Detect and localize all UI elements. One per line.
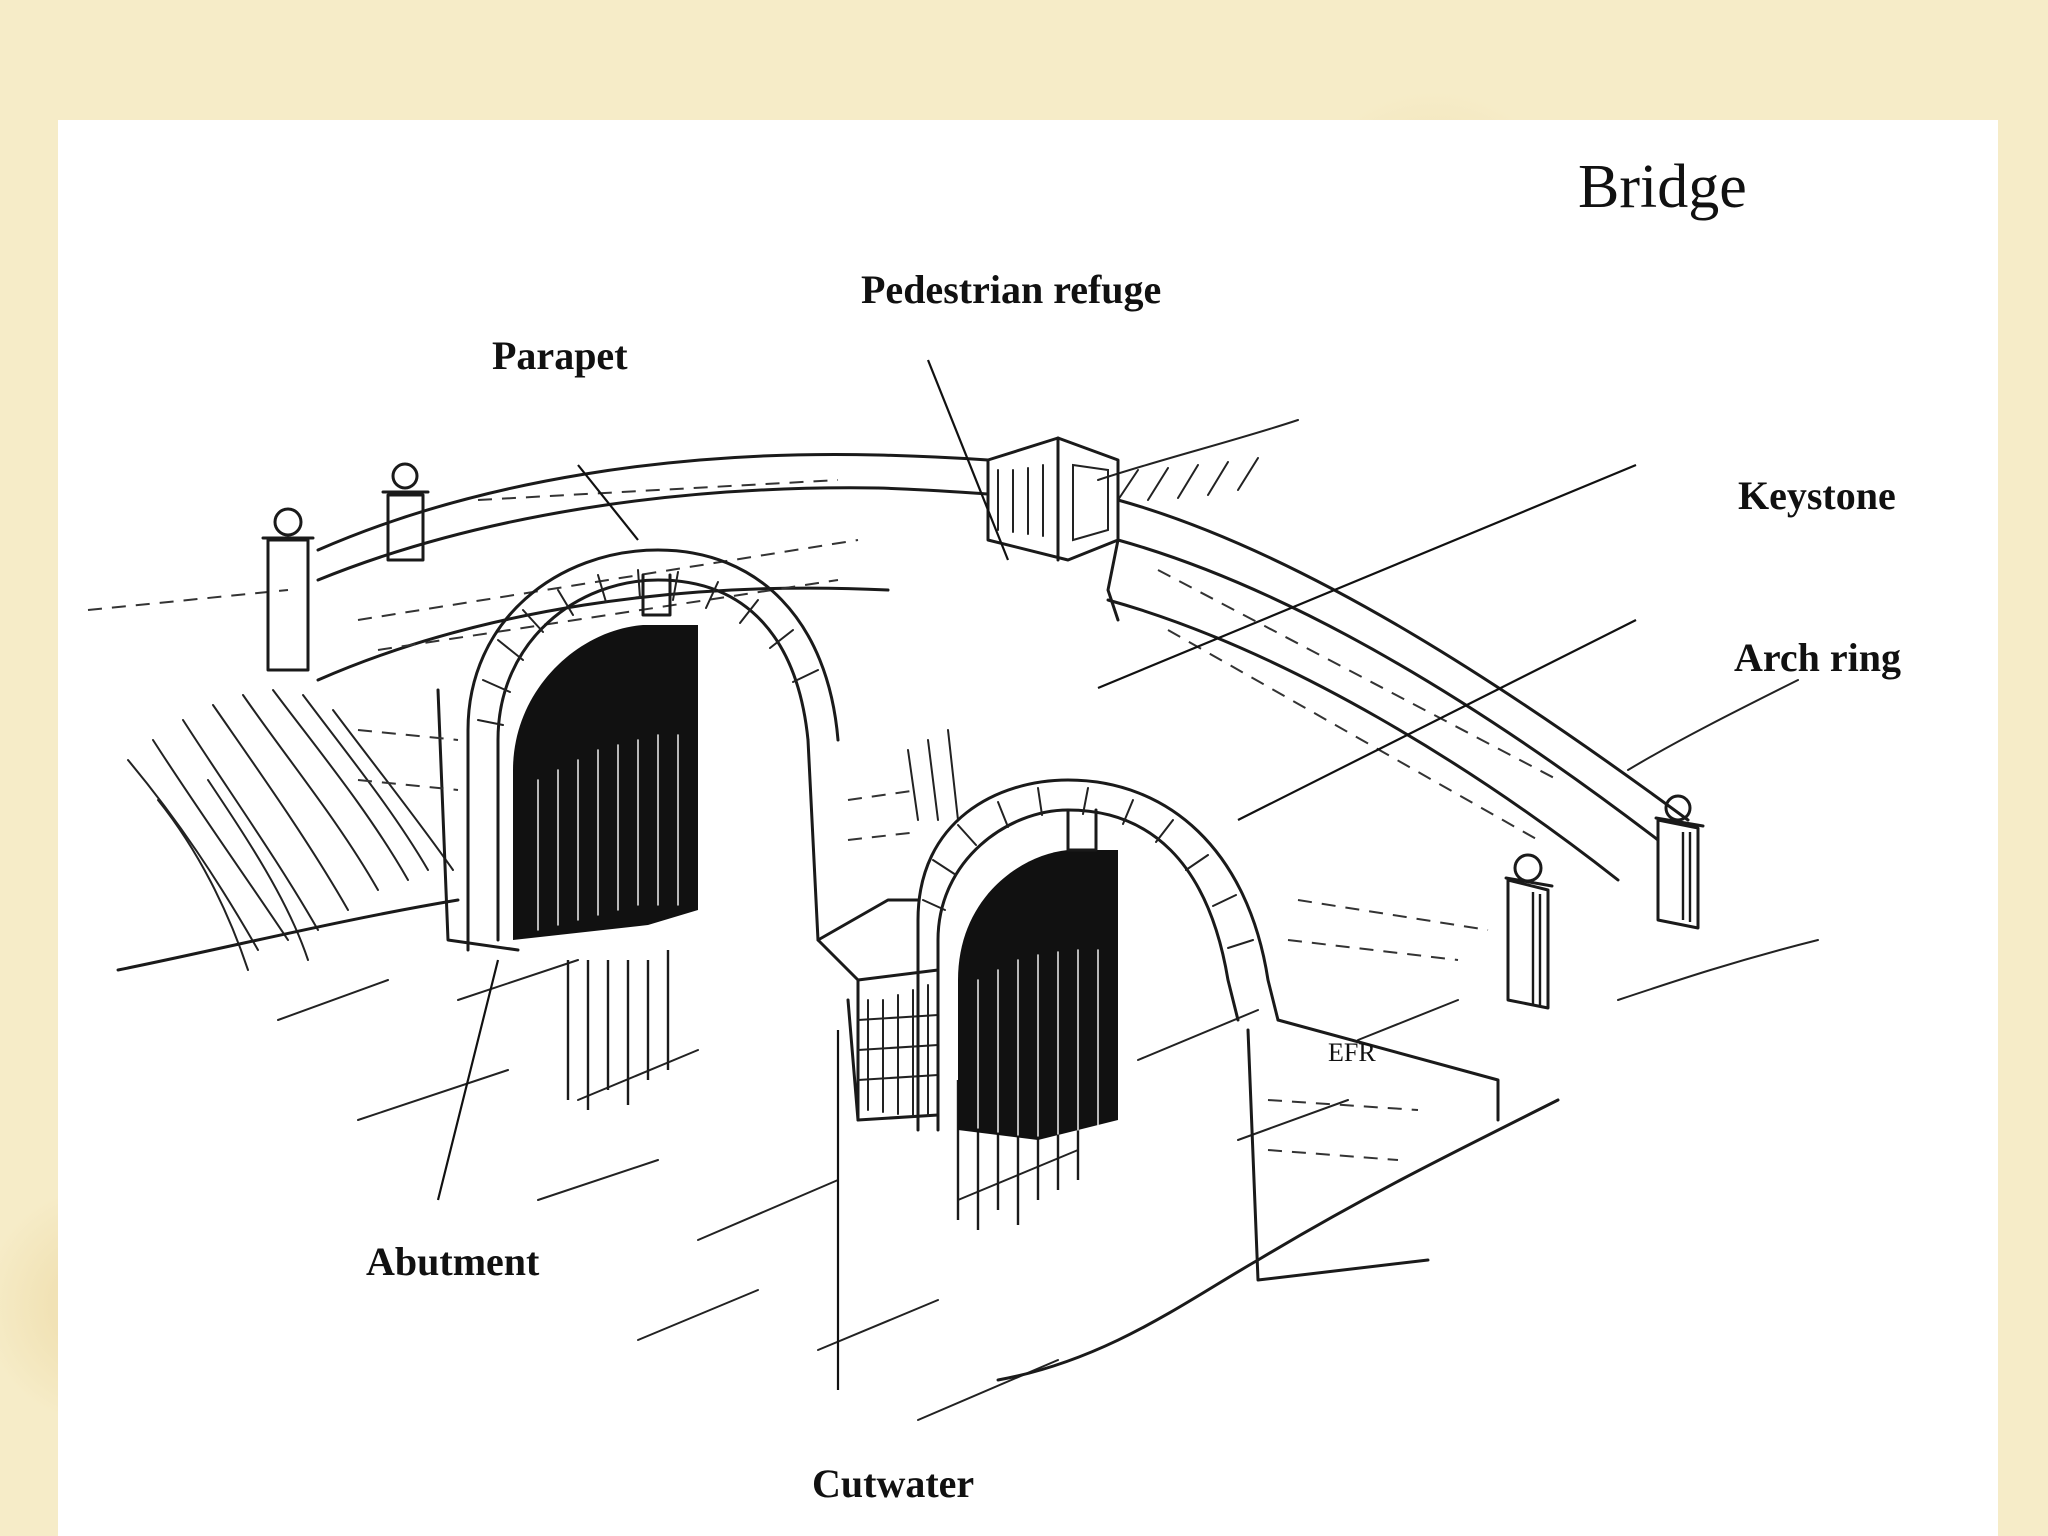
far-bank (87, 419, 1819, 1001)
label-arch-ring: Arch ring (1734, 635, 1902, 680)
diagram-title: Bridge (1578, 153, 1747, 221)
label-keystone: Keystone (1738, 473, 1896, 518)
label-parapet: Parapet (492, 333, 628, 378)
left-parapet (261, 452, 990, 682)
abutment-leader (436, 959, 500, 1201)
arch-ring-leader (1237, 619, 1637, 821)
bridge-illustration (87, 419, 1819, 1421)
left-arch (357, 548, 840, 952)
diagram-panel: Bridge Pedestrian refuge Parapet Keyston… (58, 120, 1998, 1536)
left-bank-grass (116, 689, 460, 972)
right-parapet (1106, 498, 1705, 1010)
right-arch (916, 778, 1500, 1282)
leader-lines (436, 359, 1637, 1390)
label-cutwater: Cutwater (812, 1461, 975, 1506)
parapet-leader (577, 464, 639, 541)
keystone-leader (1097, 463, 1637, 690)
arch-reflections (566, 950, 1080, 1230)
artist-signature: EFR (1328, 1038, 1376, 1067)
pedestrian-refuge-leader (926, 359, 1010, 561)
label-abutment: Abutment (366, 1239, 540, 1284)
label-pedestrian-refuge: Pedestrian refuge (861, 267, 1162, 312)
